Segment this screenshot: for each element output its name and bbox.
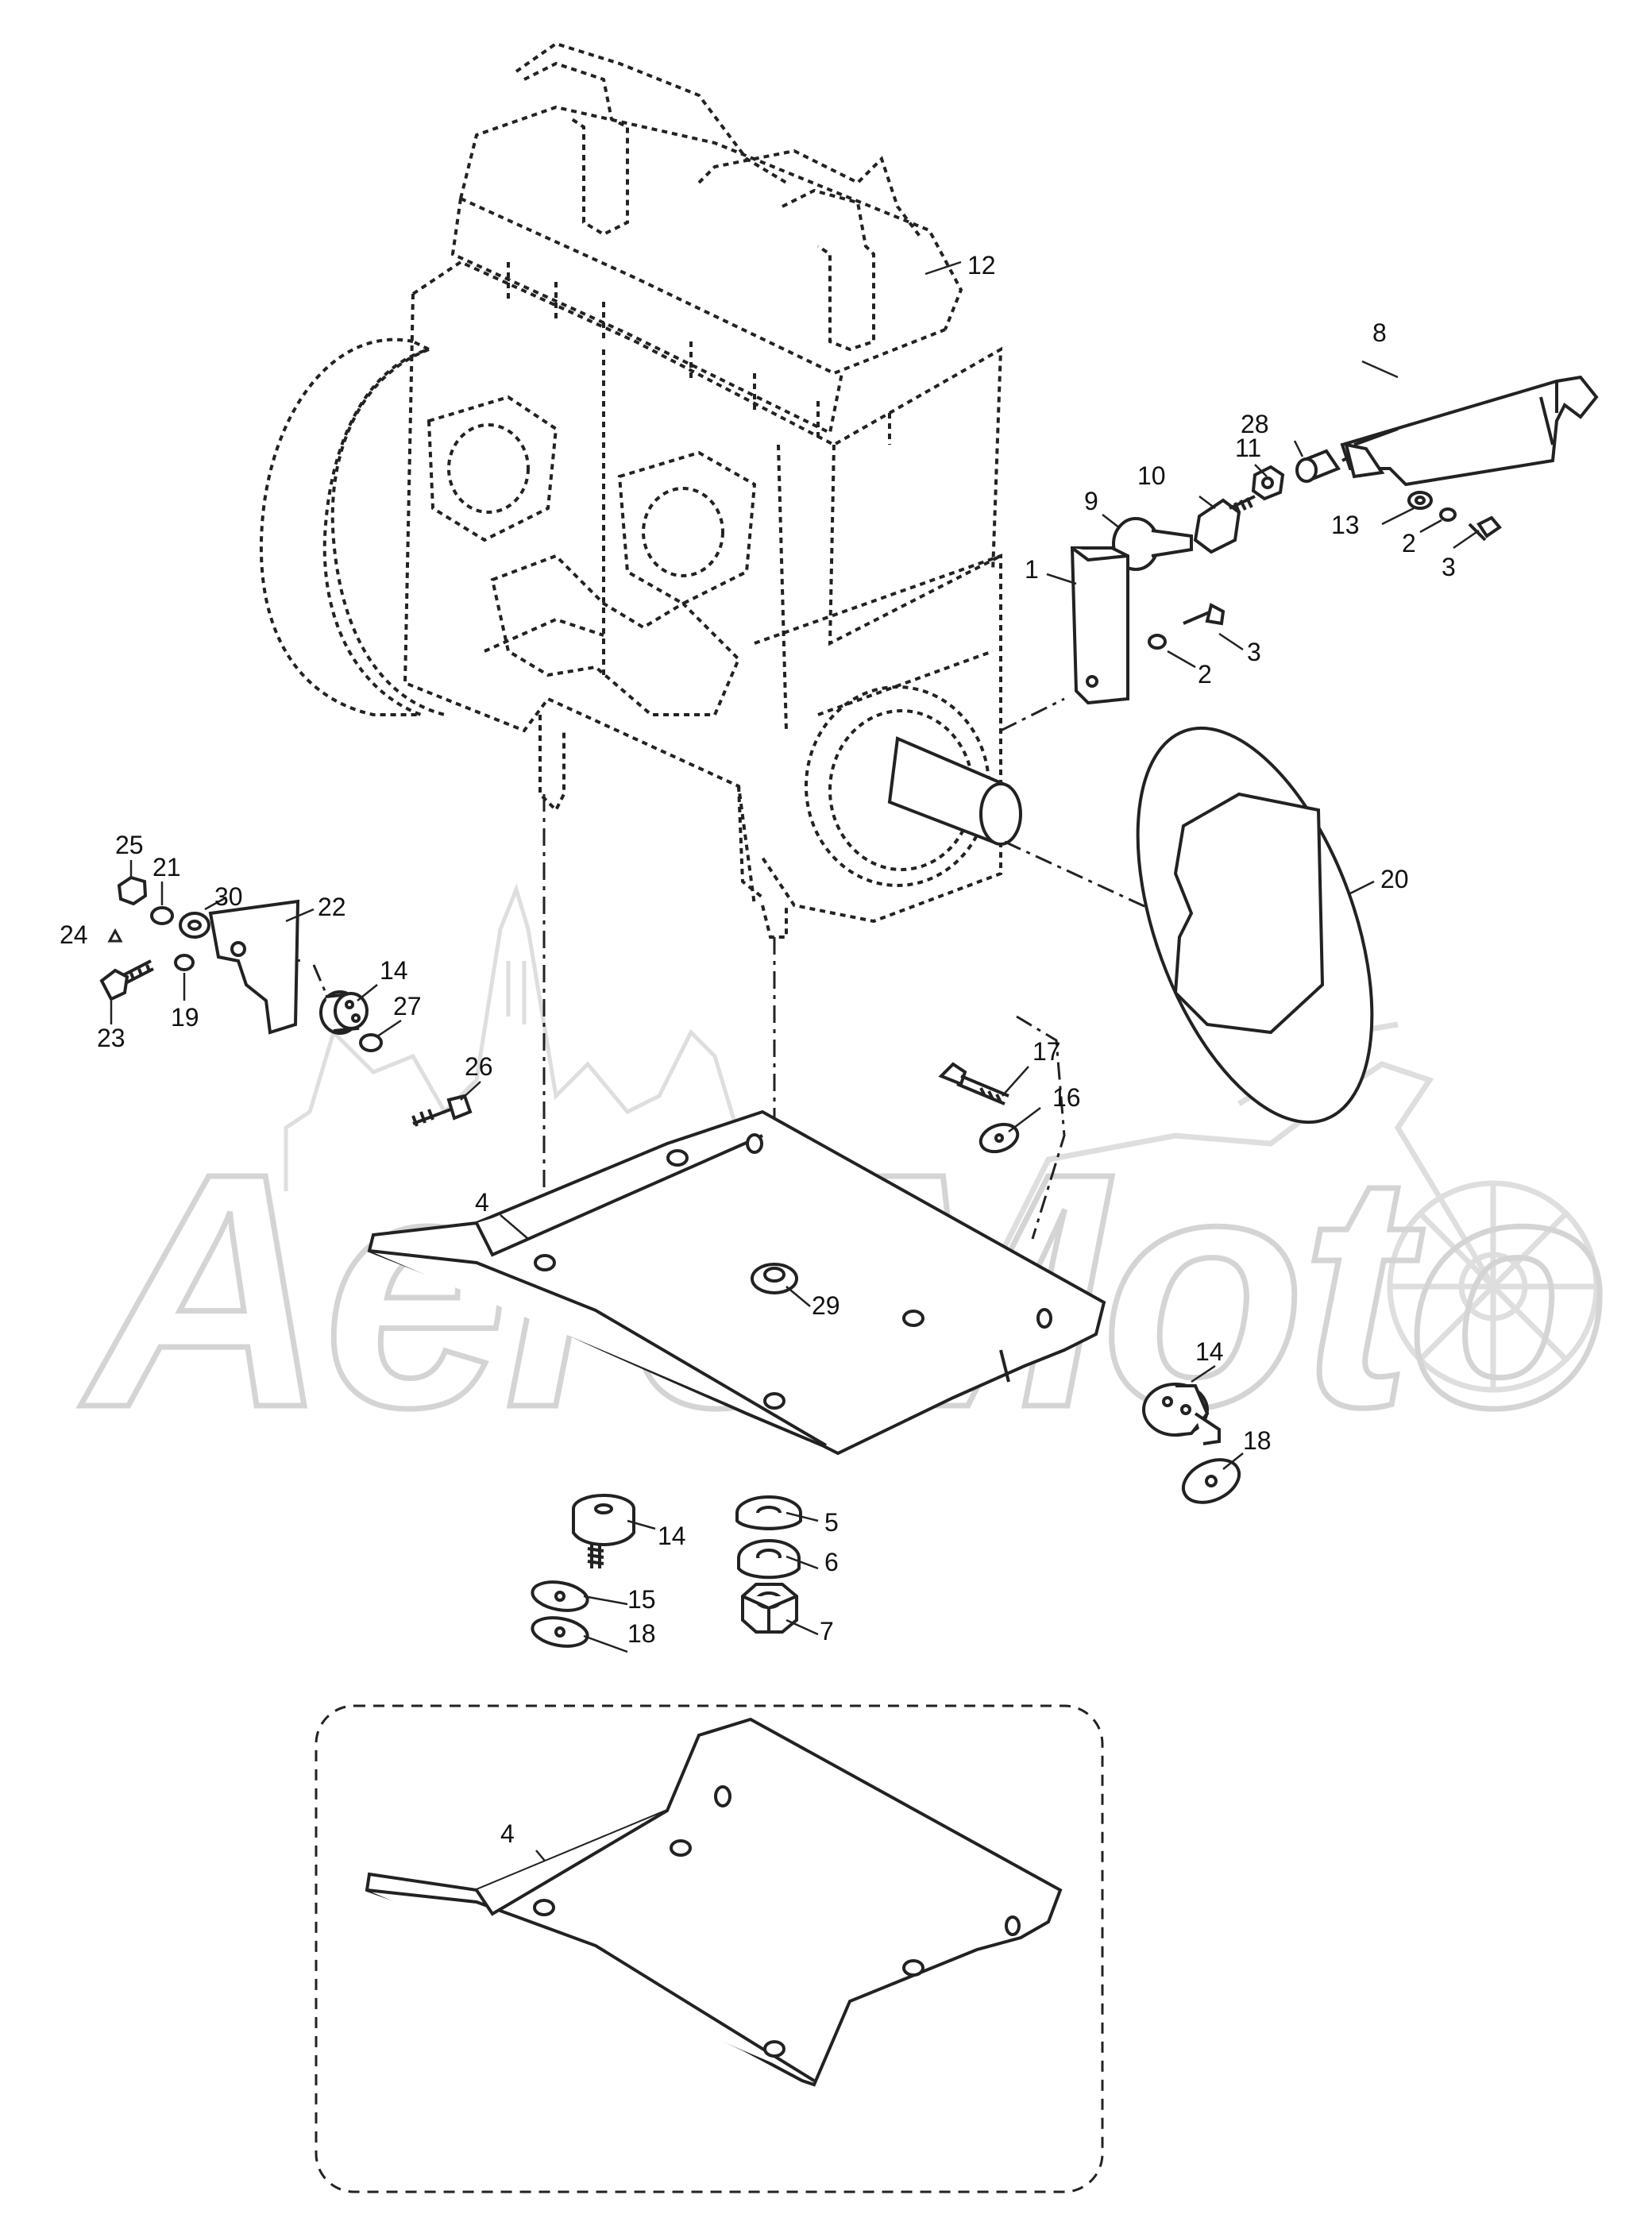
callout-4-main: 4 [475, 1188, 489, 1217]
callout-22: 22 [318, 893, 346, 921]
callout-3-lower: 3 [1247, 638, 1261, 666]
callout-14-upper: 14 [380, 956, 408, 985]
inset-frame [315, 1704, 1104, 2193]
part-4-skid-plate [367, 1109, 1106, 1456]
part-1-bracket [1070, 546, 1129, 705]
part-18-washer-right [1181, 1458, 1241, 1504]
part-6-washer [737, 1539, 801, 1580]
part-29-spacer [751, 1263, 798, 1294]
part-14-mount-lower [572, 1494, 635, 1568]
callout-26: 26 [465, 1052, 493, 1081]
part-27-washer [359, 1033, 383, 1052]
callout-13: 13 [1331, 511, 1360, 539]
part-23-bolt [99, 959, 154, 1001]
callout-1: 1 [1025, 555, 1039, 584]
part-10-stud [1193, 495, 1256, 554]
callout-30: 30 [214, 882, 243, 911]
callout-3-upper: 3 [1442, 553, 1456, 581]
callout-18-right: 18 [1243, 1426, 1272, 1455]
callout-5: 5 [824, 1508, 839, 1537]
part-22-engine-bracket [208, 899, 300, 1035]
part-11-nut [1251, 465, 1285, 501]
part-24-tag [107, 928, 123, 943]
part-25-nut [117, 875, 148, 906]
leader-lines [110, 260, 1480, 1875]
callout-19: 19 [171, 1003, 199, 1032]
callout-20: 20 [1380, 865, 1409, 893]
inset-alternate-skid-plate [315, 1704, 1104, 2193]
callout-7: 7 [820, 1617, 834, 1645]
callout-17: 17 [1032, 1037, 1061, 1066]
callout-18-lower: 18 [627, 1619, 656, 1648]
part-26-bolt [411, 1094, 473, 1127]
callout-24: 24 [60, 920, 88, 949]
part-20-plate [1136, 726, 1374, 1125]
part-15-shim [531, 1580, 589, 1612]
callout-25: 25 [115, 831, 144, 859]
part-19-washer [174, 954, 195, 971]
callout-8: 8 [1372, 318, 1387, 347]
watermark-city-skyline [284, 883, 741, 1191]
callout-2-lower: 2 [1198, 660, 1212, 689]
callout-4-inset: 4 [500, 1819, 515, 1848]
callout-16: 16 [1052, 1083, 1081, 1112]
callout-23: 23 [97, 1024, 125, 1052]
part-7-nut [741, 1583, 798, 1634]
part-8-support-bracket [1340, 375, 1599, 487]
part-18-washer-lower [531, 1616, 589, 1648]
callout-28: 28 [1241, 410, 1269, 438]
part-4-skid-plate-alternate [365, 1717, 1063, 2087]
pto-shaft [887, 736, 1022, 846]
part-30-washer [179, 912, 210, 939]
callout-14-lower: 14 [658, 1522, 686, 1550]
engine-outline [259, 41, 1003, 939]
part-14-mount-right [1142, 1383, 1221, 1445]
callout-15: 15 [627, 1585, 656, 1614]
part-3-screw-upper [1468, 515, 1502, 542]
part-2-washer-lower [1148, 634, 1167, 650]
callout-labels: 12 8 28 11 10 9 13 2 3 1 3 2 20 25 21 30… [60, 251, 1456, 1848]
callout-2-upper: 2 [1402, 529, 1416, 557]
callout-9: 9 [1084, 487, 1098, 515]
part-2-washer-upper [1439, 507, 1457, 522]
callout-27: 27 [393, 992, 422, 1020]
part-28-spacer [1295, 449, 1341, 483]
part-17-bolt [938, 1062, 1009, 1105]
part-21-washer [150, 906, 174, 925]
callout-12: 12 [967, 251, 996, 280]
part-3-screw-lower [1183, 603, 1225, 626]
callout-14-right: 14 [1195, 1337, 1224, 1366]
callout-29: 29 [812, 1291, 840, 1320]
callout-21: 21 [152, 853, 181, 882]
callout-6: 6 [824, 1548, 839, 1576]
callout-10: 10 [1137, 461, 1166, 490]
part-13-washer [1407, 491, 1433, 510]
part-14-mount-upper [319, 990, 369, 1035]
callout-11: 11 [1235, 434, 1261, 462]
part-5-washer [735, 1495, 802, 1530]
